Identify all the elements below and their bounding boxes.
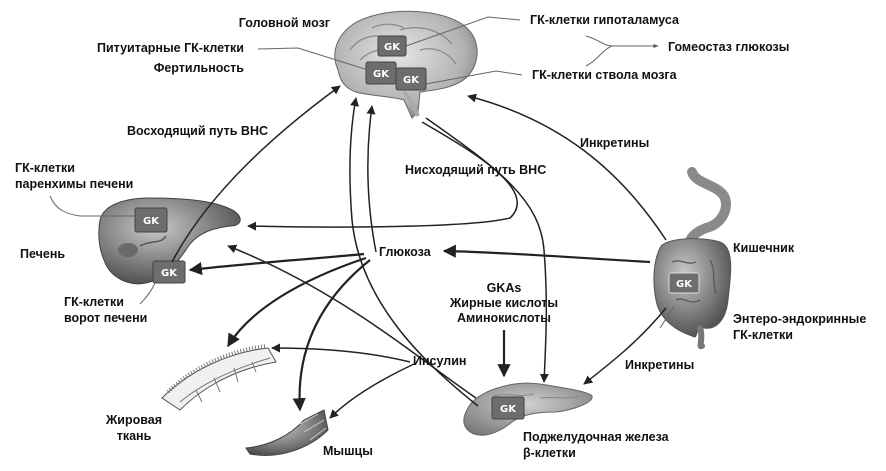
homeostasis-brace — [585, 35, 659, 67]
gk-box-pituitary: GK — [365, 61, 397, 85]
label-fatty-acids: Жирные кислоты — [449, 296, 558, 310]
liver-illustration — [98, 197, 241, 285]
label-insulin: Инсулин — [413, 354, 466, 368]
leader-enteroendocrine — [659, 305, 675, 329]
gk-box-liver-portal: GK — [152, 260, 186, 284]
label-enteroendocrine-1: Энтеро-эндокринные — [733, 312, 866, 326]
label-muscle: Мышцы — [323, 444, 373, 458]
label-adipose-2: ткань — [117, 429, 152, 443]
label-pituitary-cells: Питуитарные ГК-клетки — [97, 41, 244, 55]
arrow-glucose-liver — [188, 252, 365, 276]
arrow-insulin-adipose — [271, 343, 411, 363]
brain-illustration — [334, 10, 478, 119]
label-glucose: Глюкоза — [379, 245, 432, 259]
label-enteroendocrine-2: ГК-клетки — [733, 328, 793, 342]
gk-box-liver-parenchyma: GK — [134, 207, 168, 233]
gk-box-brainstem: GK — [395, 67, 427, 91]
leader-hypothalamus — [405, 16, 521, 47]
leader-liver-portal — [139, 282, 156, 305]
gk-label: GK — [373, 69, 390, 80]
label-gkas: GKAs — [487, 281, 522, 295]
label-descending-ans: Нисходящий путь ВНС — [405, 163, 546, 177]
arrow-descending-ans-liver — [247, 121, 518, 231]
label-incretins-top: Инкретины — [580, 136, 649, 150]
label-intestine: Кишечник — [733, 241, 795, 255]
label-incretins-bottom: Инкретины — [625, 358, 694, 372]
label-liver-parenchyma-1: ГК-клетки — [15, 161, 75, 175]
leader-liver-parenchyma — [49, 195, 135, 217]
label-liver-parenchyma-2: паренхимы печени — [15, 177, 133, 191]
leader-pituitary — [257, 47, 369, 71]
label-pancreas: Поджелудочная железа — [523, 430, 670, 444]
arrow-glucose-brain — [366, 105, 377, 253]
arrow-incretins-brain — [467, 93, 667, 241]
gk-label: GK — [500, 404, 517, 415]
muscle-illustration — [245, 409, 329, 456]
gk-label: GK — [676, 279, 693, 290]
label-brain: Головной мозг — [239, 16, 330, 30]
gk-label: GK — [384, 42, 401, 53]
arrow-insulin-liver — [227, 244, 477, 399]
label-fertility: Фертильность — [154, 61, 245, 75]
pancreas-illustration — [463, 382, 593, 436]
adipose-illustration — [161, 344, 277, 411]
leader-lines — [49, 16, 675, 329]
arrow-incretins-pancreas — [583, 307, 667, 385]
arrow-descending-ans-pancreas — [425, 117, 549, 383]
arrow-insulin-muscle — [329, 363, 415, 419]
leader-brainstem — [425, 70, 523, 85]
arrow-ascending-ans — [171, 85, 341, 263]
label-liver-portal-1: ГК-клетки — [64, 295, 124, 309]
label-ascending-ans: Восходящий путь ВНС — [127, 124, 268, 138]
label-liver: Печень — [20, 247, 65, 261]
arrow-intestine-glucose — [442, 244, 651, 264]
label-adipose-1: Жировая — [105, 413, 162, 427]
label-glucose-homeostasis: Гомеостаз глюкозы — [668, 40, 789, 54]
gk-label: GK — [143, 216, 160, 227]
arrow-glucose-adipose — [227, 256, 367, 348]
gk-label: GK — [403, 75, 420, 86]
gk-box-pancreas: GK — [491, 396, 525, 420]
gk-box-hypothalamus: GK — [377, 35, 407, 57]
arrow-glucose-muscle — [292, 259, 371, 412]
label-hypothalamus-cells: ГК-клетки гипоталамуса — [530, 13, 680, 27]
gk-label: GK — [161, 268, 178, 279]
label-beta-cells: β-клетки — [523, 446, 576, 460]
label-amino-acids: Аминокислоты — [457, 311, 551, 325]
label-brainstem-cells: ГК-клетки ствола мозга — [532, 68, 678, 82]
gk-box-intestine: GK — [668, 272, 700, 294]
label-liver-portal-2: ворот печени — [64, 311, 147, 325]
